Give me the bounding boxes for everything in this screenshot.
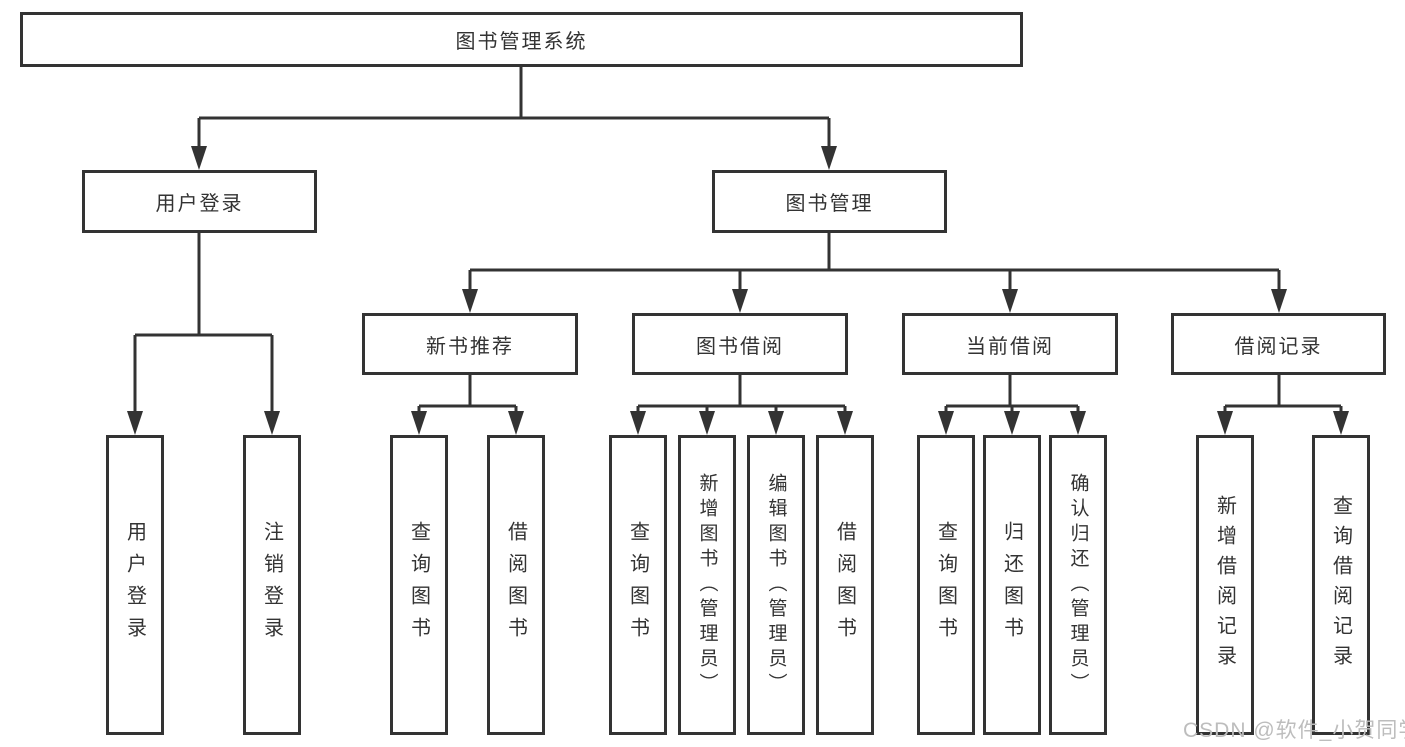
leaf-logout: 注销登录: [243, 435, 301, 735]
leaf-confirm-return-admin: 确认归还（管理员）: [1049, 435, 1107, 735]
leaf-borrow-book-rec: 借阅图书: [487, 435, 545, 735]
leaf-query-book-borrow-label: 查询图书: [626, 521, 649, 649]
leaf-query-borrow-record: 查询借阅记录: [1312, 435, 1370, 735]
edges-book-borrow: [630, 375, 853, 435]
node-new-book-rec-label: 新书推荐: [426, 335, 514, 358]
leaf-add-book-admin-label: 新增图书（管理员）: [696, 472, 718, 698]
leaf-query-book-rec: 查询图书: [390, 435, 448, 735]
leaf-borrow-book-rec-label: 借阅图书: [504, 521, 527, 649]
edges-current-borrow: [938, 375, 1086, 435]
leaf-query-book-current-label: 查询图书: [934, 521, 957, 649]
edges-borrow-record: [1217, 375, 1349, 435]
leaf-query-book-borrow: 查询图书: [609, 435, 667, 735]
leaf-return-book-label: 归还图书: [1000, 521, 1023, 649]
node-book-borrow-label: 图书借阅: [696, 335, 784, 358]
node-root-label: 图书管理系统: [455, 31, 588, 53]
leaf-query-book-rec-label: 查询图书: [407, 521, 430, 649]
node-new-book-rec: 新书推荐: [362, 313, 578, 375]
leaf-confirm-return-admin-label: 确认归还（管理员）: [1067, 472, 1089, 698]
leaf-query-borrow-record-label: 查询借阅记录: [1329, 495, 1352, 675]
edges-user-login: [127, 233, 280, 435]
leaf-add-borrow-record-label: 新增借阅记录: [1213, 495, 1236, 675]
leaf-edit-book-admin: 编辑图书（管理员）: [747, 435, 805, 735]
csdn-watermark: CSDN @软件_小贺同学: [1183, 719, 1405, 742]
edges-root: [191, 67, 837, 170]
node-book-mgmt-label: 图书管理: [785, 193, 874, 215]
leaf-user-login-label: 用户登录: [123, 521, 146, 649]
node-borrow-record-label: 借阅记录: [1234, 335, 1323, 358]
leaf-user-login: 用户登录: [106, 435, 164, 735]
node-current-borrow: 当前借阅: [902, 313, 1118, 375]
node-current-borrow-label: 当前借阅: [966, 335, 1054, 358]
node-book-borrow: 图书借阅: [632, 313, 848, 375]
edges-new-book-rec: [411, 375, 524, 435]
node-book-mgmt: 图书管理: [712, 170, 947, 233]
node-user-login-label: 用户登录: [155, 193, 244, 215]
node-user-login: 用户登录: [82, 170, 317, 233]
leaf-return-book: 归还图书: [983, 435, 1041, 735]
leaf-add-borrow-record: 新增借阅记录: [1196, 435, 1254, 735]
leaf-logout-label: 注销登录: [260, 521, 283, 649]
edges-book-mgmt: [462, 233, 1287, 313]
leaf-add-book-admin: 新增图书（管理员）: [678, 435, 736, 735]
leaf-borrow-book-borrow-label: 借阅图书: [833, 521, 856, 649]
leaf-query-book-current: 查询图书: [917, 435, 975, 735]
node-borrow-record: 借阅记录: [1171, 313, 1386, 375]
leaf-borrow-book-borrow: 借阅图书: [816, 435, 874, 735]
leaf-edit-book-admin-label: 编辑图书（管理员）: [765, 472, 787, 698]
node-root: 图书管理系统: [20, 12, 1023, 67]
